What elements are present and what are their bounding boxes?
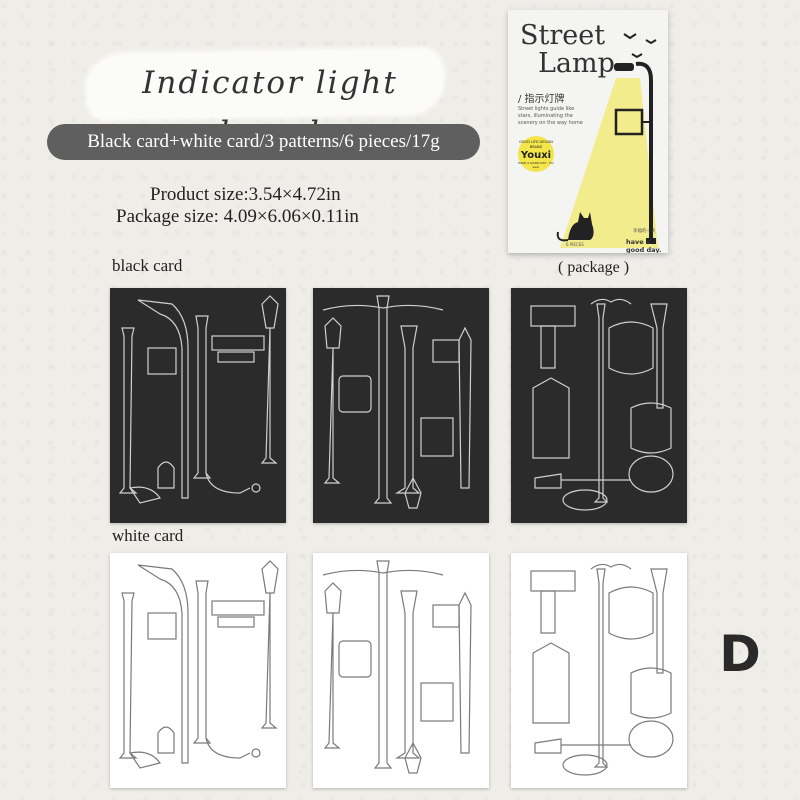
lamp-pattern-3-black [530,298,674,511]
lamp-pattern-2-white [322,560,472,774]
white-card-pattern-2 [313,553,489,788]
white-card-pattern-1 [110,553,286,788]
brand-badge: GOOD LIFE DESIGN BRAND Youxi HAVE A GOOD… [518,136,554,172]
black-card-pattern-2 [313,288,489,523]
lamp-pattern-1-black [118,295,279,504]
package-chinese-title: / 指示灯牌 [518,94,565,105]
lamp-pattern-1-white [118,560,279,769]
package-title-line2: Lamp [538,48,615,79]
black-card-pattern-1 [110,288,286,523]
package-label: ( package ) [558,259,630,276]
white-card-label: white card [112,526,184,545]
package-pieces: 6 PIECES [566,242,584,247]
black-card-pattern-3 [511,288,687,523]
package-illustration [556,33,658,248]
lamp-pattern-3-white [530,563,674,776]
package-description: Street lights guide like stars, illumina… [518,106,583,126]
package-tagline: have a good day. [626,238,662,253]
variant-letter: D [719,625,761,683]
badge-top-text: GOOD LIFE DESIGN BRAND [519,140,553,149]
package-image: Street Lamp / 指示灯牌 Street lights guide l… [508,10,668,253]
white-card-pattern-3 [511,553,687,788]
spec-pill: Black card+white card/3 patterns/6 piece… [47,124,480,160]
product-title: Indicator light board [142,65,398,151]
product-size: Product size:3.54×4.72in [150,184,341,205]
black-card-label: black card [112,256,183,275]
lamp-pattern-2-black [322,295,472,509]
badge-sub-text: HAVE A GOOD DAY · For ever [518,161,554,169]
package-title-line1: Street [520,20,606,51]
package-size: Package size: 4.09×6.06×0.11in [116,206,359,227]
badge-brand: Youxi [520,150,552,161]
package-japanese: 幸福的一天 [633,229,656,234]
